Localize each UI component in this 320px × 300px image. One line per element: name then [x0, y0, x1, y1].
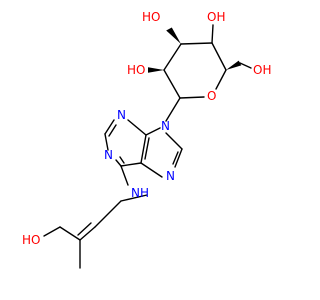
n9-label: N: [161, 119, 170, 133]
ho-terminal-label: HO: [22, 233, 40, 247]
oh-c4-label: OH: [207, 10, 225, 24]
bond-n1-c6p-double: [119, 156, 125, 164]
bond-n3-c2p-double: [108, 124, 117, 137]
bond-o-ring-c1: [179, 96, 205, 99]
bond-c2-c3: [163, 43, 182, 71]
bond-c8-n7-double: [172, 151, 179, 165]
bond-ch2-ch: [94, 200, 122, 228]
bond-c-ch2: [59, 226, 81, 241]
bond-c4-oh: [211, 24, 214, 44]
bond-n1-c6p: [115, 159, 122, 167]
bond-c4p-n9: [145, 127, 161, 136]
bond-c5p-c4p: [140, 134, 147, 164]
bond-ch2-oh: [239, 62, 252, 69]
bond-n7-c5p: [140, 162, 163, 178]
nh-label: NH: [131, 186, 149, 200]
atom-labels: OH HO HO O OH N N N N NH HO: [22, 10, 271, 247]
bond-c2p-n1: [104, 133, 109, 151]
ring-oxygen-label: O: [207, 89, 216, 103]
bond-c1-n9: [165, 97, 181, 122]
n7-label: N: [166, 169, 175, 183]
bond-c3-c4: [180, 42, 213, 45]
wedge-c5-ch2: [226, 60, 242, 70]
n3-label: N: [117, 108, 126, 122]
bond-c6p-c5p: [120, 162, 142, 167]
bond-c1-c2: [163, 69, 181, 99]
oh-c6-label: OH: [253, 63, 271, 77]
ho-c3-label: HO: [142, 10, 160, 24]
bond-nh-ch2: [120, 194, 148, 202]
ho-c2-label: HO: [127, 63, 145, 77]
bond-ch2-oh-terminal: [43, 226, 61, 237]
bond-c6p-nh: [120, 165, 129, 186]
bond-c4-c5: [211, 42, 227, 71]
wedge-c2-oh: [148, 67, 164, 73]
bond-c4p-n3: [127, 119, 147, 136]
bond-n3-c2p: [104, 119, 115, 135]
bonds: [43, 24, 252, 269]
bond-c5-o-ring: [215, 69, 227, 90]
wedge-c3-oh: [166, 27, 181, 44]
bond-ch-c-double-1: [79, 226, 96, 241]
bond-n9-c8: [165, 132, 183, 150]
bond-c5p-c4p-double: [144, 137, 150, 160]
bond-c8-n7: [174, 148, 183, 168]
n1-label: N: [104, 148, 113, 162]
bond-ch-c-double-2: [77, 222, 92, 236]
molecule-structure-diagram: OH HO HO O OH N N N N NH HO: [22, 10, 271, 269]
